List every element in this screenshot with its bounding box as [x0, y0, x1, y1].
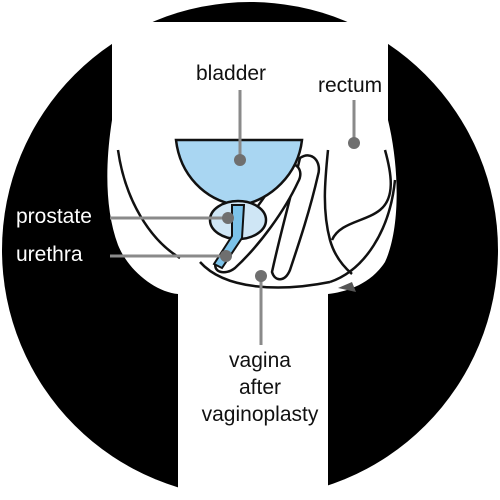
anal-notch [338, 282, 356, 292]
vagina-label-line-1: vagina [229, 349, 291, 372]
vagina-label-line-3: vaginoplasty [201, 403, 319, 426]
rectum-leader-dot [348, 137, 360, 149]
bladder-label: bladder [196, 62, 267, 85]
urethra-shape [212, 204, 246, 270]
prostate-leader-dot [222, 212, 234, 224]
prostate-label: prostate [16, 205, 92, 228]
bladder-leader-dot [234, 154, 246, 166]
rectum-shape [323, 149, 392, 275]
pelvic-contour-right [329, 179, 397, 284]
urethra-label: urethra [16, 243, 83, 266]
pelvic-contour-left [116, 149, 181, 260]
vagina-label: vagina after vaginoplasty [175, 347, 345, 428]
vagina-shape [270, 154, 321, 281]
vagina-label-line-2: after [238, 376, 282, 399]
perineum-curve [199, 261, 331, 289]
vagina-leader-dot [255, 270, 267, 282]
urethra-leader-dot [220, 250, 232, 262]
rectum-label: rectum [318, 74, 383, 97]
